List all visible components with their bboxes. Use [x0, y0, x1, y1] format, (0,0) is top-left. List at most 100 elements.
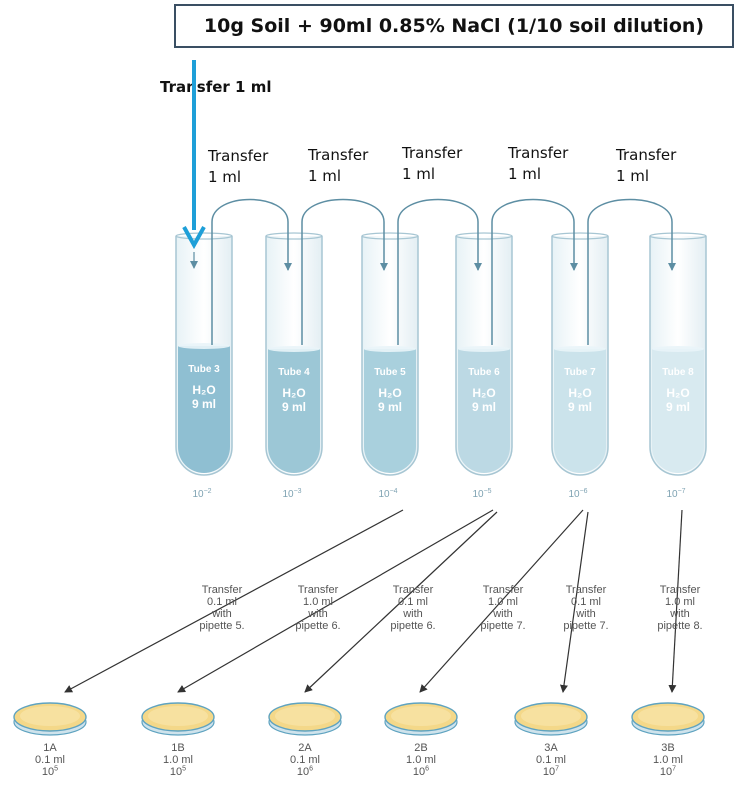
- dilution-exponent: −6: [580, 488, 588, 495]
- plate-dilution-factor: 106: [391, 765, 451, 778]
- plate-id: 2B: [414, 742, 428, 754]
- plate-volume: 1.0 ml: [163, 754, 193, 766]
- factor-base: 10: [169, 766, 183, 778]
- plating-transfer-line2: 1.0 ml: [665, 596, 695, 608]
- plating-transfer-line1: Transfer: [482, 584, 524, 596]
- plate-volume: 0.1 ml: [290, 754, 320, 766]
- dilution-exponent: −5: [484, 488, 492, 495]
- plating-arrow-5: [560, 511, 589, 693]
- tube-name: Tube 7: [564, 367, 596, 378]
- factor-exponent: 7: [555, 765, 560, 773]
- plate-dilution-factor: 107: [638, 765, 698, 778]
- tube-name: Tube 8: [662, 367, 694, 378]
- plating-transfer-line4: pipette 7.: [563, 620, 609, 632]
- dilution-base: 10: [282, 489, 294, 500]
- petri-dish-3A: [514, 702, 588, 736]
- plate-volume: 0.1 ml: [35, 754, 65, 766]
- factor-base: 10: [659, 766, 673, 778]
- tube-dilution: 10−4: [378, 488, 397, 500]
- tube-name: Tube 3: [188, 364, 220, 375]
- dilution-base: 10: [666, 489, 678, 500]
- plating-transfer-line1: Transfer: [297, 584, 339, 596]
- tube-dilution: 10−5: [472, 488, 491, 500]
- plating-arrow-3: [304, 511, 498, 693]
- tube-dilution: 10−2: [192, 488, 211, 500]
- tube-content-volume: 9 ml: [282, 400, 306, 414]
- tube-name: Tube 4: [278, 367, 310, 378]
- plate-volume: 1.0 ml: [653, 754, 683, 766]
- tube-content-water: H₂O: [378, 386, 401, 400]
- plating-transfer-line4: pipette 8.: [657, 620, 703, 632]
- tube-content-water: H₂O: [192, 383, 215, 397]
- transfer-arc-5: [587, 198, 676, 345]
- tube-content-volume: 9 ml: [666, 400, 690, 414]
- plating-transfer-line4: pipette 7.: [480, 620, 526, 632]
- dilution-exponent: −3: [294, 488, 302, 495]
- plating-arrow-4: [419, 509, 584, 693]
- tube-dilution: 10−7: [666, 488, 685, 500]
- petri-dish-2B: [384, 702, 458, 736]
- dilution-exponent: −7: [678, 488, 686, 495]
- plate-id: 2A: [298, 742, 312, 754]
- tube-content-volume: 9 ml: [192, 397, 216, 411]
- dilution-base: 10: [192, 489, 204, 500]
- plating-transfer-line4: pipette 6.: [390, 620, 436, 632]
- factor-exponent: 5: [182, 765, 187, 773]
- tube-liquid: [458, 349, 510, 473]
- tube-content-volume: 9 ml: [378, 400, 402, 414]
- plate-id: 1B: [171, 742, 185, 754]
- dilution-base: 10: [472, 489, 484, 500]
- factor-exponent: 7: [672, 765, 677, 773]
- transfer-arc-2: [301, 198, 388, 345]
- plating-transfer-line3: with: [403, 608, 423, 620]
- dilution-base: 10: [378, 489, 390, 500]
- transfer-arc-1: [211, 198, 292, 345]
- factor-base: 10: [542, 766, 556, 778]
- plating-transfer-line4: pipette 5.: [199, 620, 245, 632]
- tube-name: Tube 5: [374, 367, 406, 378]
- factor-base: 10: [41, 766, 55, 778]
- transfer-arc-3: [397, 198, 482, 345]
- tube-content-volume: 9 ml: [568, 400, 592, 414]
- dilution-exponent: −4: [390, 488, 398, 495]
- petri-dish-2A: [268, 702, 342, 736]
- plating-transfer-line3: with: [308, 608, 328, 620]
- plating-transfer-line1: Transfer: [201, 584, 243, 596]
- tube-liquid: [554, 349, 606, 473]
- factor-exponent: 6: [425, 765, 430, 773]
- factor-exponent: 5: [54, 765, 59, 773]
- plating-transfer-line2: 1.0 ml: [488, 596, 518, 608]
- plate-dilution-factor: 107: [521, 765, 581, 778]
- plate-dilution-factor: 105: [20, 765, 80, 778]
- plate-id: 3B: [661, 742, 675, 754]
- petri-dish-3B: [631, 702, 705, 736]
- transfer-arc-4: [491, 198, 578, 345]
- plating-transfer-line1: Transfer: [659, 584, 701, 596]
- main-transfer-label: Transfer 1 ml: [160, 78, 272, 96]
- plate-id: 1A: [43, 742, 57, 754]
- factor-base: 10: [412, 766, 426, 778]
- plating-transfer-line2: 0.1 ml: [398, 596, 428, 608]
- tube-content-water: H₂O: [568, 386, 591, 400]
- tube-content-water: H₂O: [666, 386, 689, 400]
- plating-transfer-line2: 1.0 ml: [303, 596, 333, 608]
- plating-arrow-1: [64, 509, 404, 693]
- plate-volume: 1.0 ml: [406, 754, 436, 766]
